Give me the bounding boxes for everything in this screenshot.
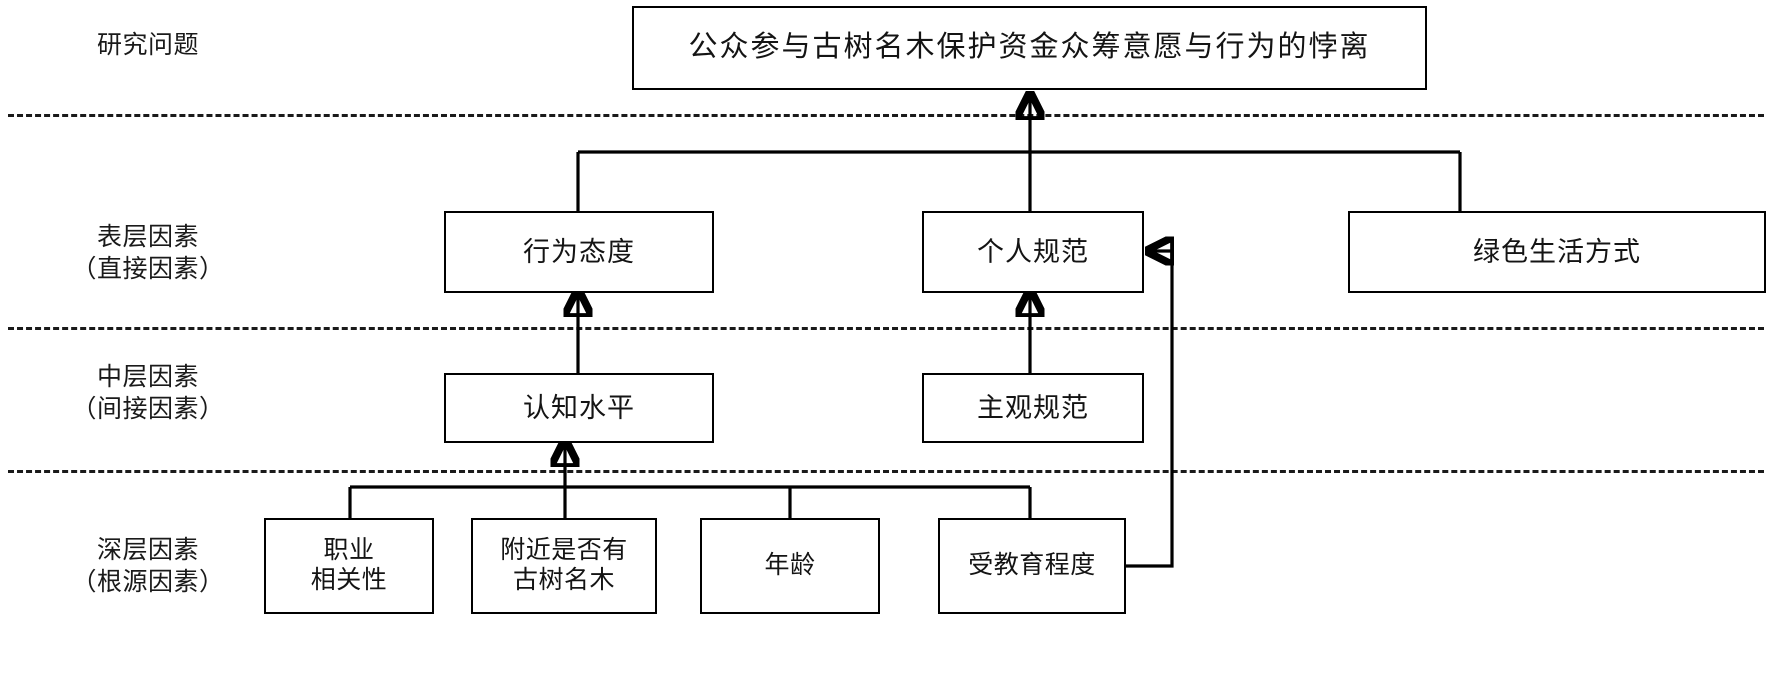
node-occupation-relevance[interactable]: 职业 相关性: [264, 518, 434, 614]
layer-label-research-question: 研究问题: [96, 32, 199, 59]
node-education-level[interactable]: 受教育程度: [938, 518, 1126, 614]
node-nearby-ancient-trees[interactable]: 附近是否有 古树名木: [471, 518, 657, 614]
layer-label-surface-factors: 表层因素 （直接因素）: [71, 224, 225, 283]
node-behavioral-attitude[interactable]: 行为态度: [444, 211, 714, 293]
wire-education-to-personal-norm: [1125, 251, 1172, 568]
node-personal-norm[interactable]: 个人规范: [922, 211, 1144, 293]
layer-label-deep-factors: 深层因素 （根源因素）: [71, 537, 225, 596]
node-research-question[interactable]: 公众参与古树名木保护资金众筹意愿与行为的悖离: [632, 6, 1427, 90]
divider-surface-middle: [8, 327, 1764, 330]
node-subjective-norm[interactable]: 主观规范: [922, 373, 1144, 443]
layer-label-middle-factors: 中层因素 （间接因素）: [71, 364, 225, 423]
node-green-lifestyle[interactable]: 绿色生活方式: [1348, 211, 1766, 293]
node-cognition-level[interactable]: 认知水平: [444, 373, 714, 443]
node-age[interactable]: 年龄: [700, 518, 880, 614]
divider-middle-deep: [8, 470, 1764, 473]
divider-research-surface: [8, 114, 1764, 117]
